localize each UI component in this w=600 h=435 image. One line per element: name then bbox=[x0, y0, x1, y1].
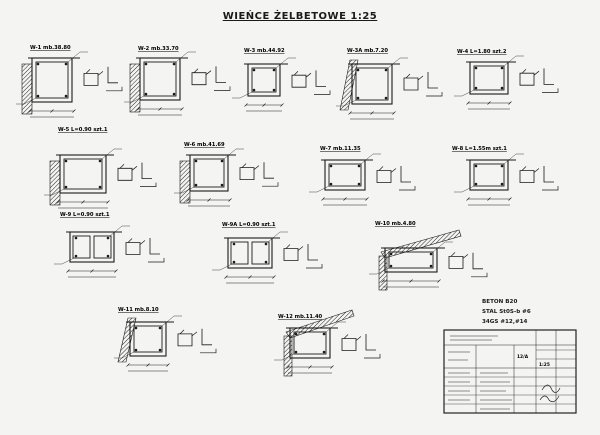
detail-label-w2: W-2 mb.33.70 bbox=[138, 46, 179, 52]
detail-label-w4: W-4 L=1.80 szt.2 bbox=[457, 49, 507, 55]
detail-label-w8: W-8 L=1.55m szt.1 bbox=[452, 146, 507, 152]
detail-w3a bbox=[336, 57, 443, 120]
detail-label-w10: W-10 mb.4.80 bbox=[375, 221, 416, 227]
detail-w9a bbox=[212, 231, 323, 284]
detail-label-w3: W-3 mb.44.92 bbox=[244, 48, 285, 54]
detail-label-w9a: W-9A L=0.90 szt.1 bbox=[222, 222, 276, 228]
title-block bbox=[443, 329, 577, 414]
note-steel: STAL St0S-b #6 bbox=[482, 309, 531, 315]
detail-label-w11: W-11 mb.8.10 bbox=[118, 307, 159, 313]
detail-label-w1: W-1 mb.38.80 bbox=[30, 45, 71, 51]
detail-label-w5: W-5 L=0.90 szt.1 bbox=[58, 127, 108, 133]
note-concrete: BETON B20 bbox=[482, 299, 518, 305]
detail-w7 bbox=[309, 153, 416, 206]
detail-w5 bbox=[44, 148, 157, 209]
detail-label-w12: W-12 mb.11.40 bbox=[278, 314, 323, 320]
detail-label-w9: W-9 L=0.90 szt.1 bbox=[60, 212, 110, 218]
detail-w3 bbox=[232, 57, 331, 112]
title-block-sheet-no: 12/A bbox=[517, 354, 529, 360]
detail-w11 bbox=[114, 315, 217, 372]
detail-label-w6: W-6 mb.41.69 bbox=[184, 142, 225, 148]
detail-w4 bbox=[454, 55, 559, 110]
detail-label-w3a: W-3A mb.7.20 bbox=[347, 48, 388, 54]
detail-w8 bbox=[454, 153, 559, 206]
detail-w10 bbox=[369, 229, 488, 291]
detail-label-w7: W-7 mb.11.35 bbox=[320, 146, 361, 152]
detail-w1 bbox=[16, 51, 123, 118]
sheet-title: WIEŃCE ŻELBETOWE 1:25 bbox=[222, 11, 378, 22]
note-rebar: 34GS #12,#14 bbox=[482, 319, 528, 325]
detail-w2 bbox=[124, 51, 231, 116]
detail-w12 bbox=[274, 309, 381, 377]
detail-w6 bbox=[174, 148, 279, 207]
title-block-scale: 1:25 bbox=[539, 362, 550, 368]
detail-w9 bbox=[54, 225, 165, 278]
